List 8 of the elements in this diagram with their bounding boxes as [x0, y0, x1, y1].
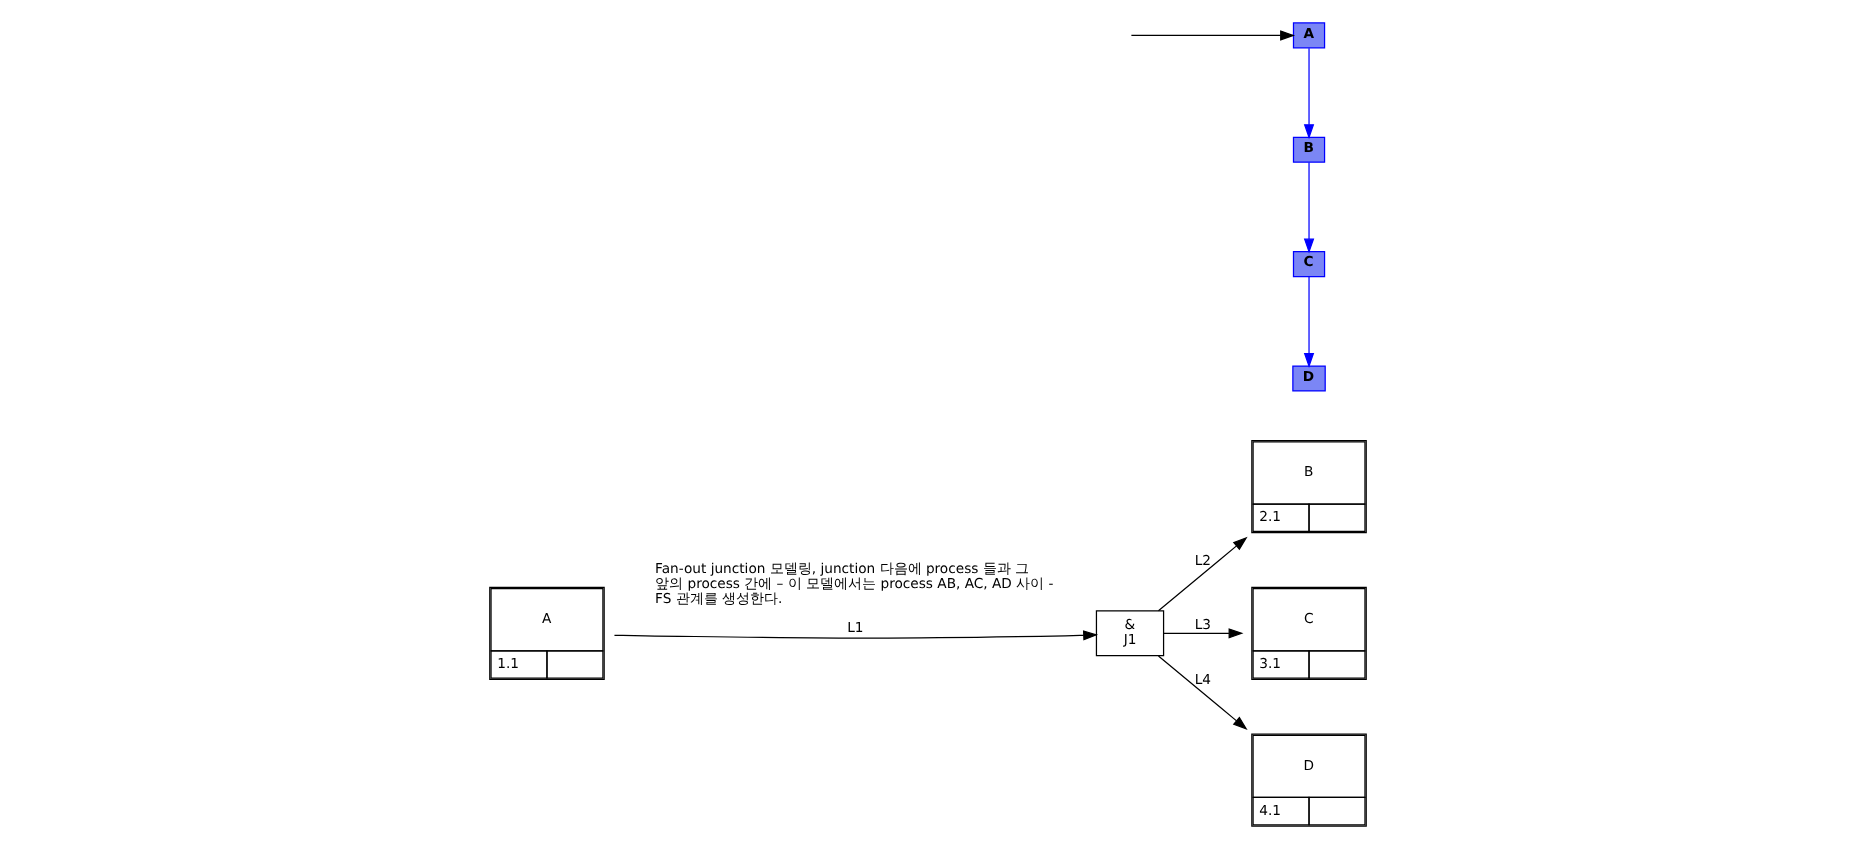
arrow	[1129, 29, 1295, 40]
arrow	[1302, 46, 1314, 139]
arrow	[1302, 275, 1314, 367]
arrow	[1156, 535, 1247, 611]
arrow	[1156, 654, 1247, 730]
arrow	[1162, 627, 1243, 638]
arrow	[612, 629, 1098, 640]
arrow	[1302, 160, 1314, 253]
